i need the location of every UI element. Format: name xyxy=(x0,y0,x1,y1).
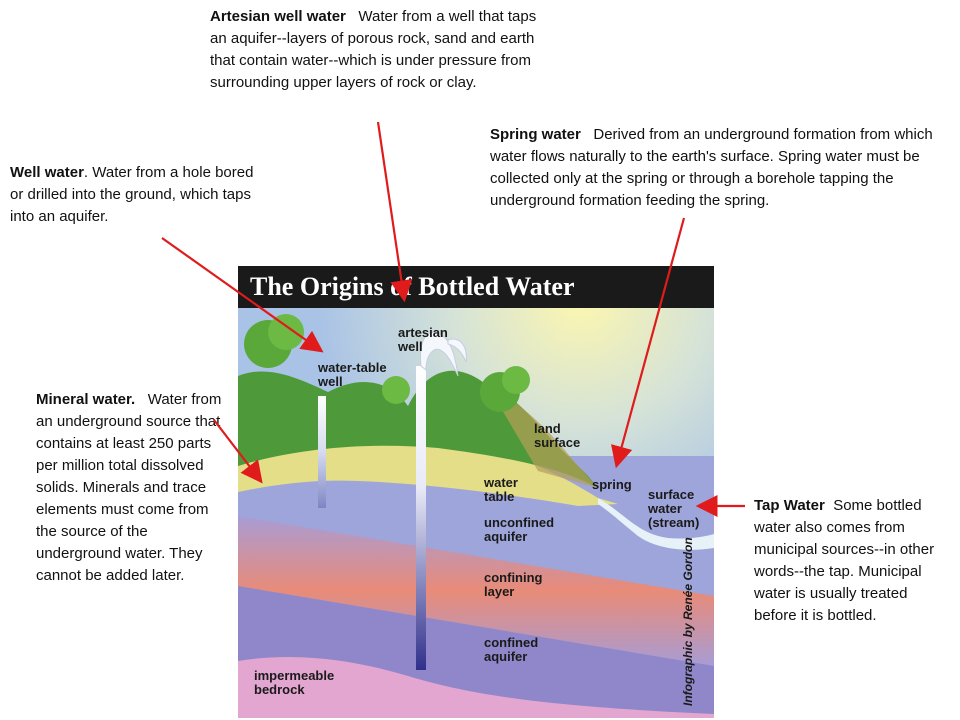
artesian-well-title: Artesian well water xyxy=(210,8,346,25)
stream xyxy=(598,498,714,550)
spring-water-callout: Spring water Derived from an underground… xyxy=(490,124,955,212)
bottled-water-infographic: The Origins of Bottled Water artesian we… xyxy=(238,266,714,718)
soil-layer xyxy=(238,442,618,506)
land-surface-slope xyxy=(488,386,598,488)
infographic-credit: Infographic by Renée Gordon xyxy=(681,537,695,706)
tap-water-title: Tap Water xyxy=(754,497,825,514)
label-water-table: water table xyxy=(484,475,518,504)
tree-right-2 xyxy=(502,366,530,394)
label-surface-water: surface water (stream) xyxy=(648,487,700,530)
label-artesian-well: artesian well xyxy=(398,325,448,354)
confining-layer-band xyxy=(238,516,714,666)
mineral-water-title: Mineral water. xyxy=(36,391,136,408)
artesian-well-shaft xyxy=(416,366,426,670)
label-land-surface: land surface xyxy=(534,421,581,450)
label-impermeable-bedrock: impermeable bedrock xyxy=(254,668,335,697)
artesian-well-text: Water from a well that taps an aquifer--… xyxy=(210,8,537,91)
label-confining-layer: confining layer xyxy=(484,570,543,599)
well-water-title: Well water xyxy=(10,164,84,181)
infographic-title: The Origins of Bottled Water xyxy=(250,272,575,301)
mineral-water-text: Water from an underground source that co… xyxy=(36,391,222,584)
label-unconfined-aquifer: unconfined aquifer xyxy=(484,515,555,544)
tree-left-2 xyxy=(268,314,304,350)
label-water-table-well: water-table well xyxy=(318,360,387,389)
tree-middle xyxy=(382,376,410,404)
water-table-well-shaft xyxy=(318,396,326,508)
spring-water-text: Derived from an underground formation fr… xyxy=(490,126,933,209)
label-confined-aquifer: confined aquifer xyxy=(484,635,539,664)
bedrock-layer xyxy=(238,656,714,718)
well-water-callout: Well water. Water from a hole bored or d… xyxy=(10,162,265,228)
tap-water-text: Some bottled water also comes from munic… xyxy=(754,497,935,624)
artesian-well-callout: Artesian well water Water from a well th… xyxy=(210,6,550,94)
mineral-water-callout: Mineral water. Water from an underground… xyxy=(36,389,231,587)
well-water-text: . Water from a hole bored or drilled int… xyxy=(10,164,254,225)
infographic-illustration xyxy=(238,266,714,718)
label-spring: spring xyxy=(592,477,632,492)
spring-water-title: Spring water xyxy=(490,126,581,143)
tap-water-callout: Tap Water Some bottled water also comes … xyxy=(754,495,939,627)
fountain-spray xyxy=(447,338,467,363)
